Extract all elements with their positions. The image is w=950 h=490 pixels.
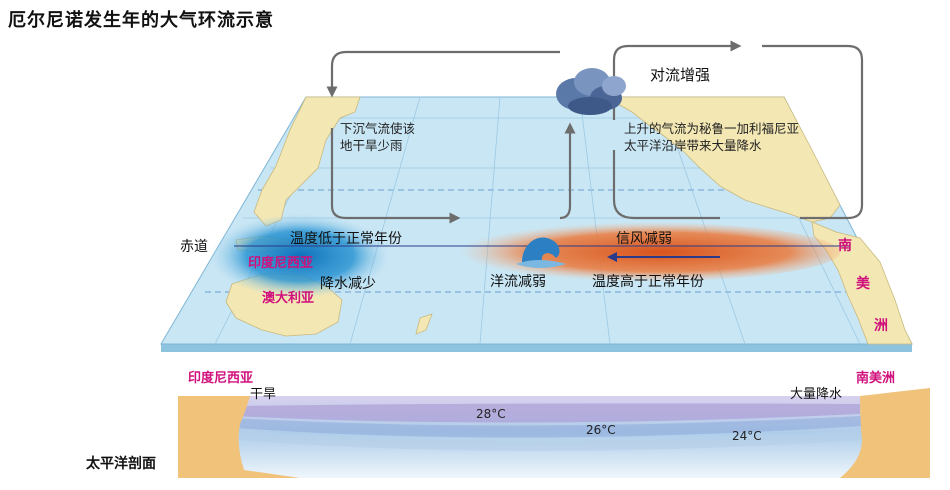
section-south-america-label: 南美洲 bbox=[856, 370, 895, 386]
map-plane bbox=[160, 96, 913, 352]
west-cell-ascend-arrow bbox=[559, 122, 576, 220]
descend-label-2: 地干旱少雨 bbox=[340, 138, 403, 153]
equator-label: 赤道 bbox=[180, 239, 208, 255]
rise-label-2: 太平洋沿岸带来大量降水 bbox=[624, 138, 762, 153]
temp-low-label: 温度低于正常年份 bbox=[290, 231, 402, 247]
isotherm-label-26: 26°C bbox=[586, 423, 616, 437]
temp-high-label: 温度高于正常年份 bbox=[592, 273, 704, 290]
cloud-icon bbox=[556, 68, 626, 115]
east-cell-upper-arrow bbox=[612, 40, 742, 120]
north-america-land bbox=[611, 96, 841, 223]
convection-label: 对流增强 bbox=[650, 66, 710, 84]
current-label: 洋流减弱 bbox=[490, 274, 546, 290]
circulation-arrows bbox=[326, 40, 864, 224]
pacific-cross-section: 28°C 26°C 24°C bbox=[178, 388, 930, 478]
rain-less-label: 降水减少 bbox=[320, 276, 376, 292]
indonesia-map-label: 印度尼西亚 bbox=[248, 255, 313, 271]
wave-icon bbox=[516, 237, 566, 268]
australia-label: 澳大利亚 bbox=[262, 290, 314, 306]
asia-land bbox=[253, 96, 361, 227]
cold-water-pool bbox=[210, 214, 390, 298]
west-cell-descend-arrow bbox=[326, 50, 560, 98]
section-indonesia-label: 印度尼西亚 bbox=[188, 370, 253, 386]
isotherm-band-26 bbox=[234, 416, 862, 438]
descend-label-1: 下沉气流使该 bbox=[340, 121, 415, 136]
south-america-char-1: 南 bbox=[838, 237, 852, 254]
south-america-char-2: 美 bbox=[856, 275, 871, 292]
trade-wind-label: 信风减弱 bbox=[616, 231, 672, 247]
isotherm-band-24 bbox=[238, 430, 864, 451]
section-label: 太平洋剖面 bbox=[86, 455, 156, 472]
section-west-land bbox=[178, 396, 300, 478]
section-drought-label: 干旱 bbox=[250, 387, 276, 402]
west-cell-lower-arrow bbox=[330, 128, 461, 224]
isotherm-band-28 bbox=[232, 403, 860, 423]
isotherm-label-24: 24°C bbox=[732, 429, 762, 443]
map-edge bbox=[161, 344, 912, 352]
south-america-char-3: 洲 bbox=[874, 318, 888, 334]
section-heavy-rain-label: 大量降水 bbox=[790, 387, 842, 402]
isotherm-label-28: 28°C bbox=[476, 407, 506, 421]
page-title: 厄尔尼诺发生年的大气环流示意 bbox=[8, 10, 274, 31]
rise-label-1: 上升的气流为秘鲁一加利福尼亚 bbox=[624, 121, 799, 136]
section-east-land bbox=[840, 388, 930, 478]
